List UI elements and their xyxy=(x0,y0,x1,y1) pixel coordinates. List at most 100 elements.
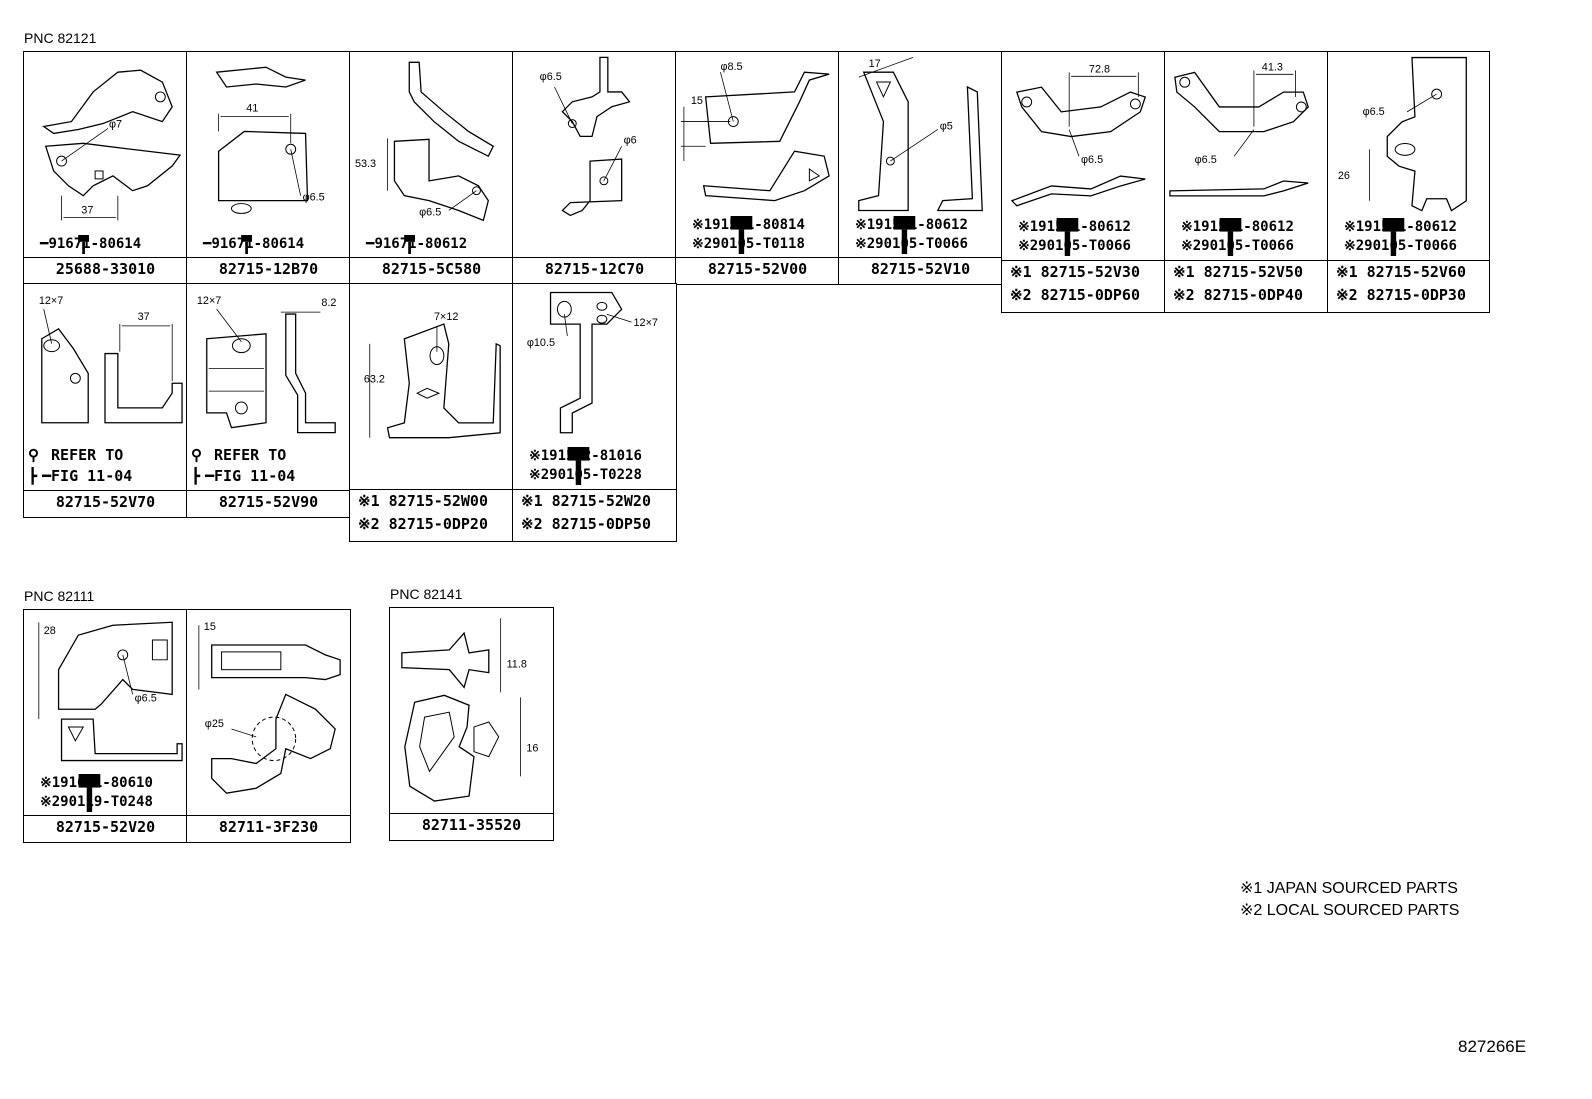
part-cell-82715-52V20[interactable]: 28 φ6.5 ※191671-80610 ※290119-T0248 8271… xyxy=(23,609,188,843)
dim-text: φ6.5 xyxy=(419,206,441,218)
fastener-number: 91671-80614 xyxy=(48,236,142,252)
bolt-icon xyxy=(26,774,101,812)
bracket-drawing: 15 φ8.5 xyxy=(680,61,830,202)
part-cell-82715-12B70[interactable]: 41 φ6.5 ━91671-80614 82715-12B70 xyxy=(186,51,351,285)
bracket-drawing: φ6.5 26 xyxy=(1338,56,1467,212)
fastener-number: ※290105-T0066 xyxy=(1344,238,1457,254)
part-cell-82715-12C70[interactable]: φ6.5 φ6 82715-12C70 xyxy=(512,51,677,285)
bolt-icon xyxy=(1330,218,1405,256)
part-number: 82715-52V10 xyxy=(839,257,1002,284)
part-cell-82715-52V10[interactable]: 17 φ5 ※191551-80612 ※290105-T0066 82715-… xyxy=(838,51,1003,285)
clamp-drawing: 15 φ25 xyxy=(198,621,341,794)
part-number: ※2 82715-0DP30 xyxy=(1336,286,1466,304)
part-cell-82715-5C580[interactable]: 53.3 φ6.5 ━91671-80612 82715-5C580 xyxy=(349,51,514,285)
bolt-icon xyxy=(1004,218,1079,256)
part-cell-82715-52W00[interactable]: 7×12 63.2 ※1 82715-52W00 ※2 82715-0DP20 xyxy=(349,283,514,542)
refer-note: ⚲ REFER TO ┣━FIG 11-04 xyxy=(28,446,133,485)
part-number: ※1 82715-52V50 xyxy=(1173,263,1303,281)
clip-icon: ⚲ xyxy=(191,446,202,464)
dim-text: 15 xyxy=(691,95,703,107)
pnc-label-82141: PNC 82141 xyxy=(390,586,463,602)
part-number-list: ※1 82715-52W20 ※2 82715-0DP50 xyxy=(513,489,676,541)
part-number: ※1 82715-52W00 xyxy=(358,492,488,510)
part-cell-82715-52V50[interactable]: 41.3 φ6.5 ※191551-80612 ※290105-T0066 ※1… xyxy=(1164,51,1329,313)
dim-text: φ25 xyxy=(205,718,224,730)
refer-text: REFER TO xyxy=(51,446,124,464)
fastener-list: ※191551-80814 ※290105-T0118 xyxy=(678,216,805,254)
refer-note: ⚲ REFER TO ┣━FIG 11-04 xyxy=(191,446,296,485)
fastener-number: ※290119-T0248 xyxy=(40,794,153,810)
part-cell-82711-35520[interactable]: 11.8 16 82711-35520 xyxy=(389,607,554,841)
dim-text: φ6.5 xyxy=(303,192,325,204)
part-number: 82715-5C580 xyxy=(350,257,513,284)
fastener-number: ※290105-T0228 xyxy=(529,467,642,483)
dim-text: 12×7 xyxy=(197,295,221,307)
bolt-icon xyxy=(841,216,916,254)
part-number: ※2 82715-0DP40 xyxy=(1173,286,1303,304)
bolt-icon xyxy=(515,447,590,485)
dim-text: φ6 xyxy=(624,134,637,146)
note-japan: ※1 JAPAN SOURCED PARTS xyxy=(1240,880,1458,897)
part-cell-82711-3F230[interactable]: 15 φ25 82711-3F230 xyxy=(186,609,351,843)
part-cell-82715-52V00[interactable]: 15 φ8.5 ※191551-80814 ※290105-T0118 8271… xyxy=(675,51,840,285)
bracket-drawing: 12×7 37 xyxy=(39,295,183,424)
fastener-number: ※290105-T0066 xyxy=(1018,238,1131,254)
part-number: 82715-52V70 xyxy=(24,490,187,517)
part-cell-82715-52V60[interactable]: φ6.5 26 ※191551-80612 ※290105-T0066 ※1 8… xyxy=(1327,51,1490,313)
bracket-drawing: 17 φ5 xyxy=(858,56,983,212)
dim-text: φ6.5 xyxy=(540,71,562,83)
dim-text: φ6.5 xyxy=(1081,154,1103,166)
dim-text: φ5 xyxy=(940,120,953,132)
dim-text: 12×7 xyxy=(39,295,63,307)
part-number: ※1 82715-52W20 xyxy=(521,492,651,510)
dim-text: 28 xyxy=(44,625,56,637)
part-number: ※2 82715-0DP50 xyxy=(521,515,651,533)
bracket-drawing: φ7 37 xyxy=(42,69,182,221)
part-number: ※1 82715-52V60 xyxy=(1336,263,1466,281)
fastener-number: ※290105-T0066 xyxy=(855,236,968,252)
fastener-list: ※191551-80612 ※290105-T0066 xyxy=(1004,218,1131,256)
part-number: 82715-52V90 xyxy=(187,490,350,517)
fastener-list: ※191671-80610 ※290119-T0248 xyxy=(26,774,153,812)
fastener-number: 91671-80614 xyxy=(211,236,305,252)
part-number: 82715-52V20 xyxy=(24,815,187,842)
bracket-drawing: 28 φ6.5 xyxy=(38,621,183,762)
part-number: 82715-52V00 xyxy=(676,257,839,284)
dim-text: φ6.5 xyxy=(1363,106,1385,118)
part-number: 82715-12B70 xyxy=(187,257,350,284)
bracket-drawing: 7×12 63.2 xyxy=(364,311,501,439)
dim-text: φ6.5 xyxy=(135,692,157,704)
fastener-number: ※290105-T0066 xyxy=(1181,238,1294,254)
bolt-icon: ┣ xyxy=(28,467,38,485)
bracket-drawing: 12×7 8.2 xyxy=(197,295,336,434)
part-number: 82711-35520 xyxy=(390,813,553,840)
dim-text: 7×12 xyxy=(434,311,458,323)
part-cell-25688-33010[interactable]: φ7 37 ━91671-80614 25688-33010 xyxy=(23,51,188,285)
part-cell-82715-52V30[interactable]: 72.8 φ6.5 ※191551-80612 ※290105-T0066 ※1… xyxy=(1001,51,1166,313)
fastener-list: ━91671-80614 xyxy=(26,235,141,254)
part-number-list: ※1 82715-52V50 ※2 82715-0DP40 xyxy=(1165,260,1328,312)
part-number: 82715-12C70 xyxy=(513,257,676,284)
part-cell-82715-52V90[interactable]: 12×7 8.2 ⚲ REFER TO ┣━FIG 11-04 82715-52… xyxy=(186,283,351,518)
part-number: ※2 82715-0DP20 xyxy=(358,515,488,533)
bolt-icon xyxy=(189,235,253,254)
fastener-list: ※191551-80612 ※290105-T0066 xyxy=(841,216,968,254)
pnc-label-82121: PNC 82121 xyxy=(24,30,97,46)
dim-text: 17 xyxy=(869,58,881,70)
dim-text: 8.2 xyxy=(321,297,336,309)
refer-text: FIG 11-04 xyxy=(214,467,296,485)
part-cell-82715-52V70[interactable]: 12×7 37 ⚲ REFER TO ┣━FIG 11-04 82715-52V… xyxy=(23,283,188,518)
bolt-icon xyxy=(352,235,416,254)
figure-code: 827266E xyxy=(1458,1037,1527,1056)
dim-text: 63.2 xyxy=(364,373,385,385)
dim-text: φ6.5 xyxy=(1195,154,1217,166)
part-number: 82711-3F230 xyxy=(187,815,350,842)
bracket-drawing: 41 φ6.5 xyxy=(215,66,325,214)
dim-text: 26 xyxy=(1338,170,1350,182)
bracket-drawing: 53.3 φ6.5 xyxy=(355,61,495,222)
part-cell-82715-52W20[interactable]: φ10.5 12×7 ※191552-81016 ※290105-T0228 ※… xyxy=(512,283,677,542)
refer-text: FIG 11-04 xyxy=(51,467,133,485)
note-local: ※2 LOCAL SOURCED PARTS xyxy=(1240,902,1460,919)
dim-text: 41 xyxy=(246,103,258,115)
fastener-number: 91671-80612 xyxy=(374,236,468,252)
